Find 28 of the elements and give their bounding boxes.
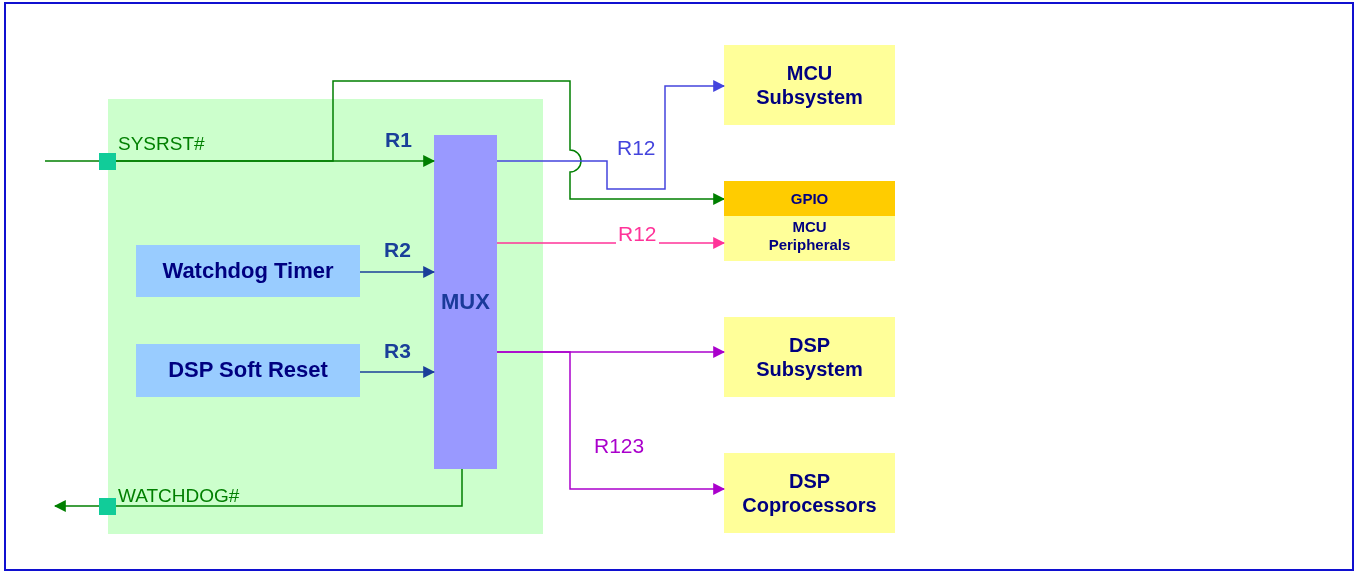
arrow — [115, 80, 726, 205]
node-label: Watchdog Timer — [162, 257, 334, 285]
arrow — [53, 500, 100, 512]
pin-square — [99, 498, 116, 515]
subsystem-box — [724, 181, 895, 261]
arrow — [496, 351, 726, 495]
subsystem-box — [724, 45, 895, 125]
node-label: DSP Coprocessors — [741, 469, 878, 517]
header-band: GPIO — [724, 181, 895, 216]
node-label: DSP Soft Reset — [168, 357, 328, 384]
mux-block — [434, 135, 497, 469]
node-label: MCU Peripherals — [767, 217, 852, 254]
arrow — [496, 237, 726, 249]
node-label: MCU Subsystem — [755, 61, 864, 109]
pin-square — [99, 153, 116, 170]
process-box — [136, 245, 360, 297]
subsystem-box — [724, 317, 895, 397]
connector-line — [44, 160, 100, 162]
arrow — [359, 266, 436, 278]
signal-name: WATCHDOG# — [118, 486, 240, 505]
node-label: MUX — [441, 288, 490, 316]
node-label: DSP Subsystem — [755, 333, 864, 381]
subsystem-box — [724, 453, 895, 533]
process-box — [136, 344, 360, 397]
signal-name: SYSRST# — [118, 134, 205, 153]
connector-line — [115, 468, 463, 507]
arrow — [359, 366, 436, 378]
arrow — [496, 80, 726, 190]
